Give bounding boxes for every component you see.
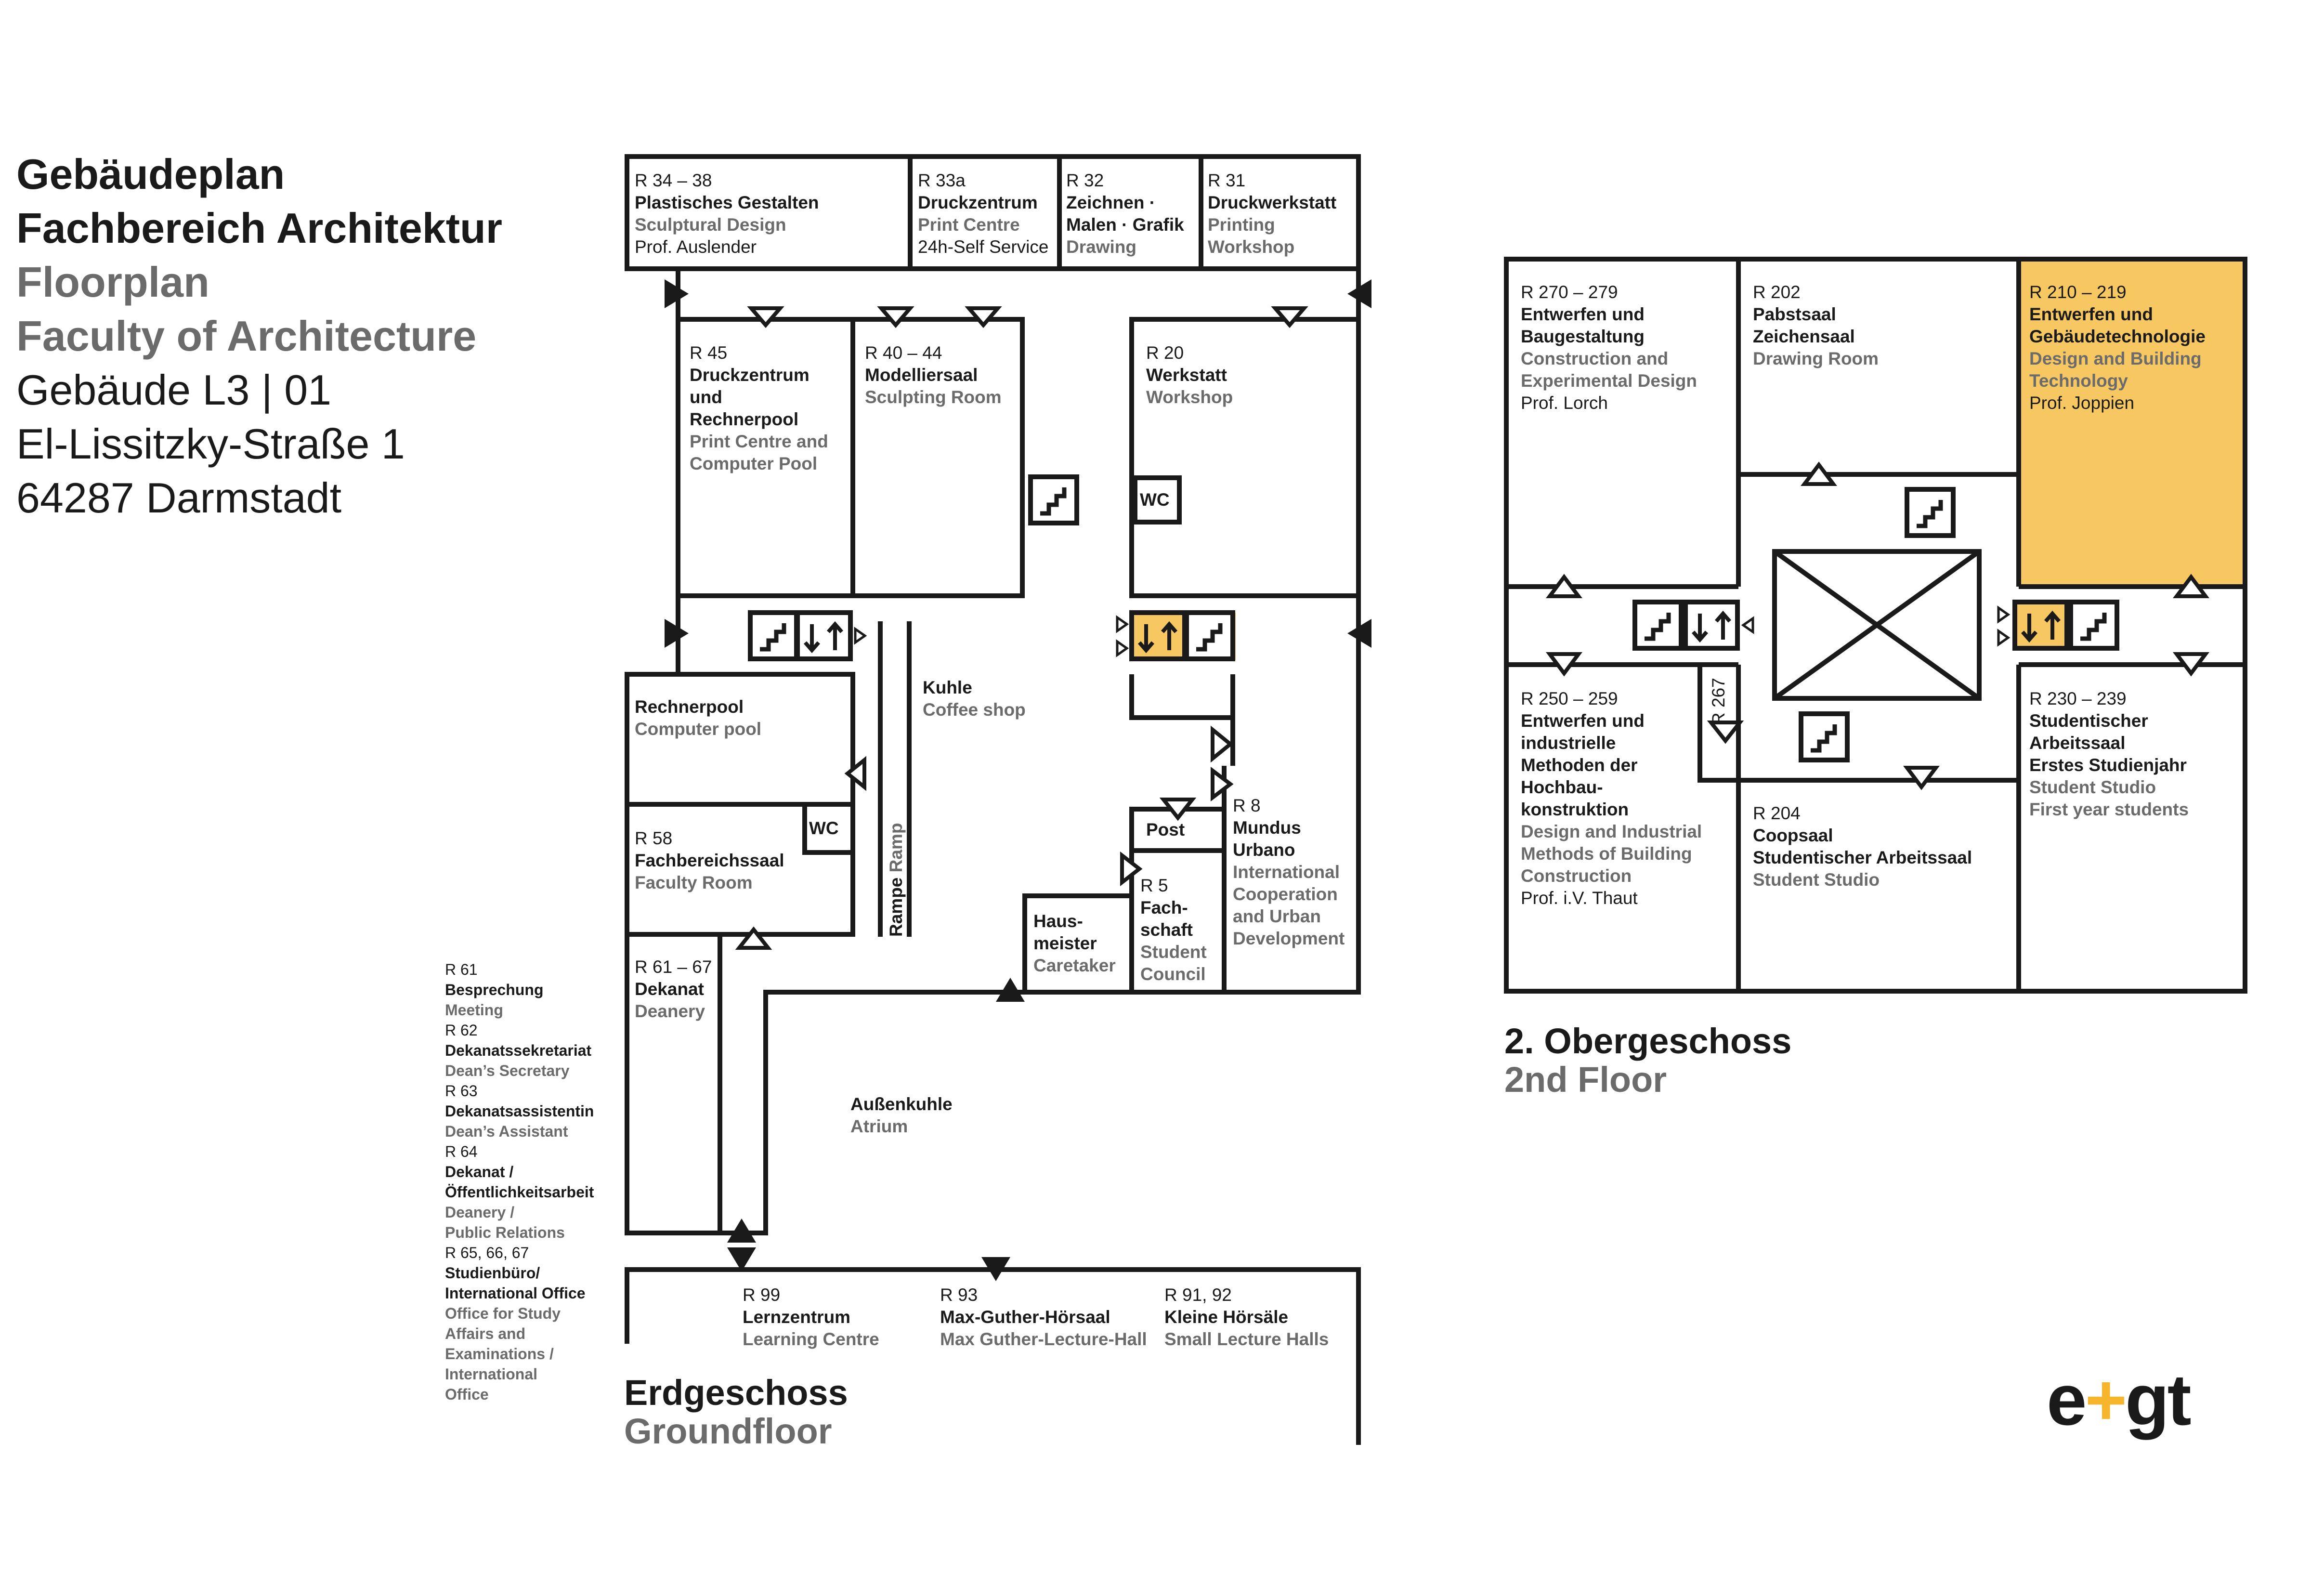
room-r40-label: R 40 – 44 Modelliersaal Sculpting Room (865, 343, 1002, 407)
post-label: Post (1146, 820, 1185, 839)
room-wc-left (802, 802, 855, 855)
room-r40 (850, 317, 1025, 598)
room-r32-label: R 32 Zeichnen · Malen · Grafik Drawing (1066, 170, 1184, 257)
city-address: 64287 Darmstadt (16, 474, 342, 522)
room-r250-label: R 250 – 259 Entwerfen und industrielle M… (1521, 689, 1702, 908)
room-r58-label: R 58 Fachbereichssaal Faculty Room (635, 828, 784, 892)
street-address: El-Lissitzky-Straße 1 (16, 420, 405, 468)
ground-floor-title: Erdgeschoss Groundfloor (624, 1373, 848, 1451)
room-r20-label: R 20 Werkstatt Workshop (1146, 343, 1233, 407)
room-hausmeister (1022, 893, 1134, 995)
room-r93-label: R 93 Max-Guther-Hörsaal Max Guther-Lectu… (940, 1285, 1147, 1349)
dekanat-room-list: R 61 Besprechung Meeting R 62 Dekanatsse… (445, 961, 594, 1403)
room-r91-label: R 91, 92 Kleine Hörsäle Small Lecture Ha… (1164, 1285, 1329, 1349)
room-r58 (625, 802, 855, 937)
room-r267-label: R 267 (1709, 678, 1728, 725)
room-r8-label: R 8 Mundus Urbano International Cooperat… (1233, 796, 1345, 948)
wc-left-label: WC (809, 818, 839, 838)
room-r45-label: R 45 Druckzentrum und Rechnerpool Print … (690, 343, 828, 473)
room-rechnerpool-label: Rechnerpool Computer pool (635, 697, 762, 739)
second-floor-outline (1504, 257, 2247, 994)
title-en-2: Faculty of Architecture (16, 312, 477, 360)
room-r270-label: R 270 – 279 Entwerfen und Baugestaltung … (1521, 282, 1697, 413)
room-r202-label: R 202 Pabstsaal Zeichensaal Drawing Room (1753, 282, 1879, 368)
room-r230-label: R 230 – 239 Studentischer Arbeitssaal Er… (2029, 689, 2189, 819)
title-de-2: Fachbereich Architektur (16, 204, 503, 252)
room-r204-label: R 204 Coopsaal Studentischer Arbeitssaal… (1753, 803, 1972, 890)
room-hausmeister-label: Haus- meister Caretaker (1033, 911, 1116, 975)
egt-logo: e+gt (2047, 1359, 2192, 1440)
atrium-label: Außenkuhle Atrium (850, 1094, 953, 1136)
room-r34 (625, 154, 1361, 271)
room-r5-label: R 5 Fach- schaft Student Council (1140, 876, 1207, 984)
second-floor-title: 2. Obergeschoss 2nd Floor (1504, 1021, 1792, 1100)
title-en-1: Floorplan (16, 258, 209, 306)
building-id: Gebäude L3 | 01 (16, 366, 332, 414)
highlight-r210 (2019, 259, 2245, 587)
room-r210-label: R 210 – 219 Entwerfen und Gebäudetechnol… (2029, 282, 2206, 413)
wc-right-label: WC (1140, 490, 1170, 510)
title-de-1: Gebäudeplan (16, 150, 285, 198)
room-wc-right (1133, 475, 1182, 524)
ramp-label: Rampe Ramp (886, 823, 906, 937)
room-r99-label: R 99 Lernzentrum Learning Centre (743, 1285, 879, 1349)
room-r61-label: R 61 – 67 Dekanat Deanery (635, 957, 712, 1021)
room-r31-label: R 31 Druckwerkstatt Printing Workshop (1208, 170, 1337, 257)
kuhle-label: Kuhle Coffee shop (923, 678, 1026, 720)
header-block: Gebäudeplan Fachbereich Architektur Floo… (16, 147, 502, 525)
atrium-void (1772, 549, 1982, 701)
room-r34-label: R 34 – 38 Plastisches Gestalten Sculptur… (635, 170, 819, 257)
room-r33a-label: R 33a Druckzentrum Print Centre 24h-Self… (918, 170, 1049, 257)
room-r20 (1129, 317, 1361, 598)
